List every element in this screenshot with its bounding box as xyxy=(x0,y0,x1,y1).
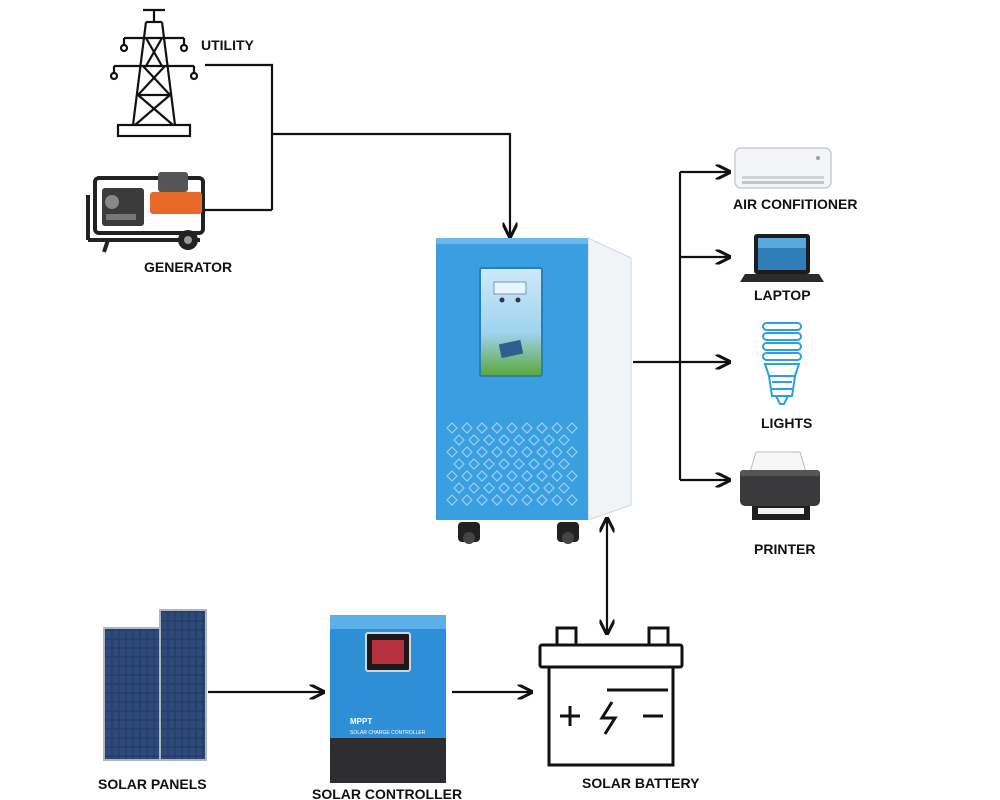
vent-hole xyxy=(506,494,518,506)
vent-hole xyxy=(461,494,473,506)
inverter-icon xyxy=(436,237,632,544)
vent-hole xyxy=(498,434,510,446)
vent-hole xyxy=(536,446,548,458)
vent-hole xyxy=(558,434,570,446)
controller-subtitle-text: SOLAR CHARGE CONTROLLER xyxy=(350,730,426,736)
vent-hole xyxy=(491,446,503,458)
laptop-icon xyxy=(740,234,824,282)
vent-hole xyxy=(491,494,503,506)
vent-hole xyxy=(498,458,510,470)
vent-hole xyxy=(468,482,480,494)
vent-hole xyxy=(543,482,555,494)
utility-label: UTILITY xyxy=(201,37,255,53)
vent-hole xyxy=(528,434,540,446)
generator-icon xyxy=(86,172,205,253)
vent-hole xyxy=(446,446,458,458)
vent-hole xyxy=(491,470,503,482)
vent-hole xyxy=(506,446,518,458)
air-conditioner-label: AIR CONFITIONER xyxy=(733,196,857,212)
solar-panels-icon xyxy=(103,609,207,761)
generator-label: GENERATOR xyxy=(144,259,232,275)
vent-hole xyxy=(453,434,465,446)
vent-hole xyxy=(483,458,495,470)
air-conditioner-icon xyxy=(734,147,832,189)
vent-hole xyxy=(483,482,495,494)
laptop-label: LAPTOP xyxy=(754,287,811,303)
vent-hole xyxy=(476,446,488,458)
vent-hole xyxy=(543,434,555,446)
vent-hole xyxy=(446,422,458,434)
vent-hole xyxy=(513,458,525,470)
vent-hole xyxy=(521,470,533,482)
vent-hole xyxy=(476,470,488,482)
connection-lines xyxy=(205,63,728,692)
vent-hole xyxy=(506,422,518,434)
vent-hole xyxy=(551,422,563,434)
vent-hole xyxy=(461,470,473,482)
vent-hole xyxy=(566,422,578,434)
vent-hole xyxy=(521,494,533,506)
light-bulb-icon xyxy=(762,322,802,405)
solar-controller-icon: MPPT SOLAR CHARGE CONTROLLER xyxy=(330,615,446,783)
printer-icon xyxy=(740,451,820,520)
solar-panels-label: SOLAR PANELS xyxy=(98,776,207,792)
controller-brand-text: MPPT xyxy=(350,717,372,726)
vent-hole xyxy=(566,446,578,458)
vent-hole xyxy=(566,470,578,482)
vent-hole xyxy=(543,458,555,470)
vent-hole xyxy=(558,482,570,494)
vent-hole xyxy=(453,482,465,494)
vent-hole xyxy=(536,422,548,434)
vent-hole xyxy=(446,470,458,482)
lights-label: LIGHTS xyxy=(761,415,812,431)
battery-icon xyxy=(538,626,684,767)
vent-hole xyxy=(498,482,510,494)
vent-hole xyxy=(446,494,458,506)
vent-hole xyxy=(468,458,480,470)
vent-hole xyxy=(558,458,570,470)
vent-hole xyxy=(566,494,578,506)
vent-hole xyxy=(528,458,540,470)
vent-hole xyxy=(476,494,488,506)
utility-line xyxy=(205,63,274,210)
vent-hole xyxy=(536,494,548,506)
utility-tower-icon xyxy=(109,8,199,138)
printer-label: PRINTER xyxy=(754,541,815,557)
solar-controller-label: SOLAR CONTROLLER xyxy=(312,786,462,800)
vent-hole xyxy=(551,494,563,506)
vent-hole xyxy=(453,458,465,470)
source-to-inverter-arrow xyxy=(272,132,510,235)
vent-hole xyxy=(468,434,480,446)
vent-hole xyxy=(521,446,533,458)
vent-hole xyxy=(551,470,563,482)
vent-hole xyxy=(513,482,525,494)
vent-hole xyxy=(491,422,503,434)
vent-hole xyxy=(461,446,473,458)
vent-hole xyxy=(551,446,563,458)
vent-grille xyxy=(446,422,578,506)
vent-hole xyxy=(476,422,488,434)
solar-battery-label: SOLAR BATTERY xyxy=(582,775,700,791)
vent-hole xyxy=(536,470,548,482)
vent-hole xyxy=(521,422,533,434)
vent-hole xyxy=(513,434,525,446)
vent-hole xyxy=(528,482,540,494)
vent-hole xyxy=(506,470,518,482)
vent-hole xyxy=(461,422,473,434)
vent-hole xyxy=(483,434,495,446)
